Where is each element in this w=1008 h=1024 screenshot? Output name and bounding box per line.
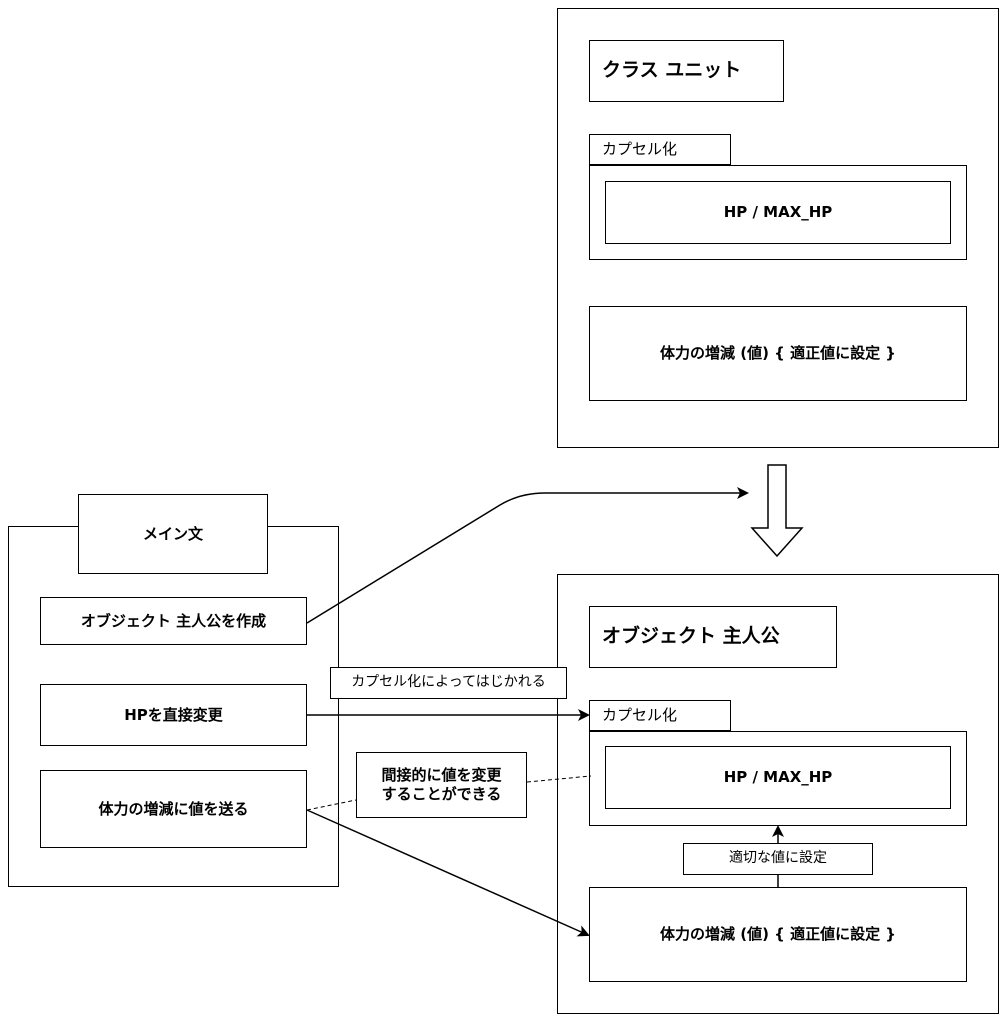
- class-encapsulation-tab: カプセル化: [589, 134, 731, 165]
- object-hero-title: オブジェクト 主人公: [589, 606, 837, 668]
- create-object-arrow: [306, 487, 749, 624]
- repelled-note: カプセル化によってはじかれる: [330, 667, 567, 699]
- hero-field-box: HP / MAX_HP: [605, 746, 951, 809]
- object-hero-frame: [557, 574, 999, 1014]
- indirect-dashed-link-2: [526, 775, 592, 783]
- set-proper-note: 適切な値に設定: [683, 843, 873, 875]
- hero-method-box: 体力の増減 (値) { 適正値に設定 }: [589, 887, 967, 982]
- send-value-arrow: [306, 809, 590, 937]
- indirect-dashed-link: [306, 799, 357, 811]
- main-statement-title: メイン文: [78, 494, 268, 574]
- class-unit-frame: [557, 8, 999, 448]
- instantiation-arrow: [750, 464, 804, 558]
- indirect-note: 間接的に値を変更 することができる: [356, 752, 527, 818]
- direct-change-box: HPを直接変更: [40, 684, 307, 746]
- class-unit-title: クラス ユニット: [589, 40, 784, 102]
- hero-encapsulation-frame: [589, 731, 967, 826]
- create-object-box: オブジェクト 主人公を作成: [40, 597, 307, 645]
- hero-encapsulation-tab: カプセル化: [589, 700, 731, 731]
- class-encapsulation-frame: [589, 165, 967, 260]
- class-field-box: HP / MAX_HP: [605, 181, 951, 244]
- class-method-box: 体力の増減 (値) { 適正値に設定 }: [589, 306, 967, 401]
- send-value-box: 体力の増減に値を送る: [40, 770, 307, 848]
